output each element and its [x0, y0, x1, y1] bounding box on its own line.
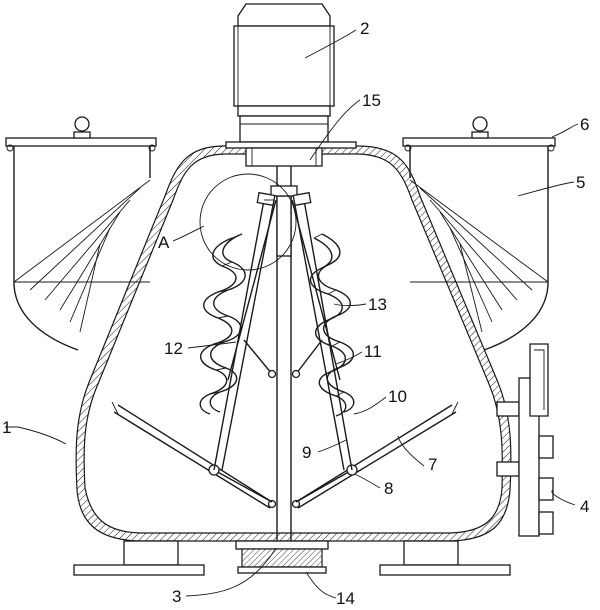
tank-body: [75, 141, 512, 542]
left-hopper: [5, 116, 157, 351]
right-spiral-blade: [310, 233, 355, 417]
support-struts: [208, 339, 358, 503]
leader-lines: [5, 29, 579, 599]
label-2: 2: [360, 19, 369, 38]
right-rod-assembly: [291, 191, 355, 471]
left-spiral-blade: [199, 233, 246, 415]
label-5: 5: [576, 173, 585, 192]
label-11: 11: [364, 342, 382, 361]
label-3: 3: [172, 587, 181, 606]
control-box: [496, 343, 554, 537]
label-4: 4: [580, 497, 589, 516]
label-15: 15: [362, 91, 381, 110]
label-6: 6: [580, 115, 589, 134]
support-feet: [73, 540, 511, 576]
part-labels: 1 2 3 4 5 6 7 8 9 10 11 12 13 14 15 A: [2, 19, 589, 608]
left-rod-assembly: [199, 191, 277, 471]
label-13: 13: [368, 295, 387, 314]
central-shaft: [270, 166, 298, 560]
detail-circle-a: [199, 173, 297, 271]
label-a: A: [158, 233, 170, 252]
motor: [233, 3, 335, 143]
label-7: 7: [428, 455, 437, 474]
label-1: 1: [2, 418, 11, 437]
bottom-discharge: [235, 540, 329, 574]
label-9: 9: [302, 443, 311, 462]
lower-stirring-arms: [111, 401, 459, 509]
label-8: 8: [384, 479, 393, 498]
right-hopper: [402, 116, 556, 351]
label-12: 12: [164, 339, 183, 358]
label-14: 14: [336, 589, 355, 608]
label-10: 10: [388, 387, 407, 406]
